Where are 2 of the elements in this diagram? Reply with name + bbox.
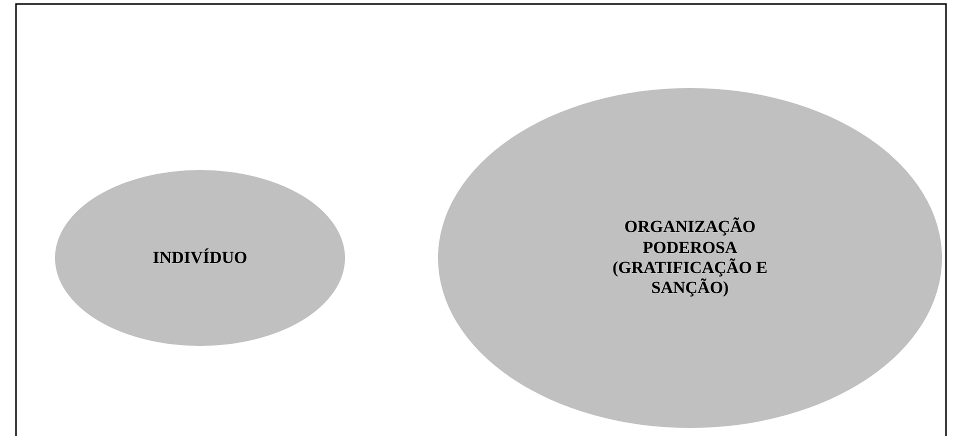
node-label: ORGANIZAÇÃO PODEROSA (GRATIFICAÇÃO E SANÇÃO): [611, 217, 769, 299]
node-label: INDIVÍDUO: [152, 248, 248, 268]
